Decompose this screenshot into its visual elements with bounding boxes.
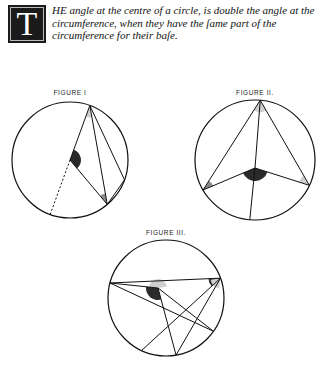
chord-line <box>107 180 124 205</box>
chord-line <box>250 168 255 220</box>
chord-line <box>110 283 214 331</box>
chord-line <box>70 105 90 160</box>
circle-outline <box>108 240 224 356</box>
theorem-paragraph: THE angle at the centre of a circle, is … <box>8 4 326 43</box>
chord-line <box>110 283 158 288</box>
chord-line <box>255 168 309 185</box>
figure-label: FIGURE I <box>54 89 87 96</box>
chord-line <box>203 168 255 190</box>
chord-line <box>176 278 220 355</box>
chord-line <box>90 105 107 204</box>
chord-line <box>260 100 309 185</box>
chord-line <box>50 160 70 215</box>
chord-line <box>158 288 176 355</box>
chord-line <box>255 100 260 168</box>
chord-line <box>90 105 125 179</box>
figure-one <box>12 102 128 218</box>
chord-line <box>203 100 260 190</box>
figure-label: FIGURE II. <box>236 89 274 96</box>
figure-two <box>195 100 315 220</box>
figure-label: FIGURE III. <box>146 229 186 236</box>
chord-line <box>70 160 107 204</box>
drop-cap: T <box>8 5 46 43</box>
theorem-text: HE angle at the centre of a circle, is d… <box>52 4 315 41</box>
chord-line <box>141 278 220 350</box>
chord-line <box>110 278 221 283</box>
angle-mark <box>70 150 81 169</box>
circle-outline <box>12 102 128 218</box>
circle-outline <box>195 100 315 220</box>
figure-three <box>108 240 224 356</box>
